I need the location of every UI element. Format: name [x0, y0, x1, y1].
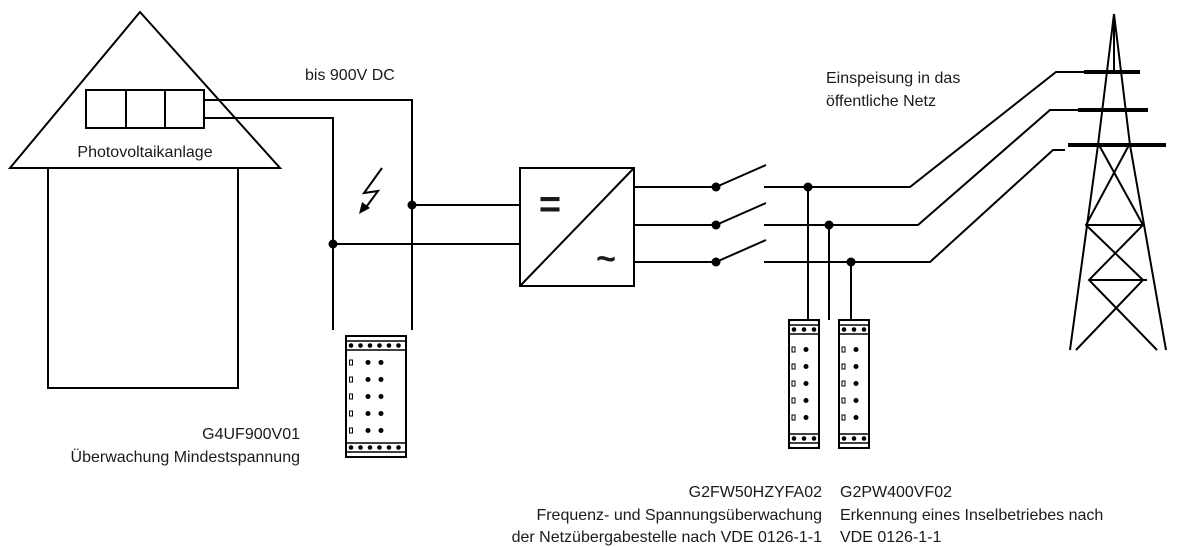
- dc-lines: [204, 99, 520, 330]
- switches: [711, 164, 767, 267]
- grid-label-line2: öffentliche Netz: [826, 93, 936, 110]
- relay-module-g2pw400vf02: [838, 319, 870, 449]
- house-roof: [7, 10, 283, 169]
- house-label: Photovoltaikanlage: [77, 144, 212, 161]
- grid-lines: [764, 71, 1085, 320]
- lightning-arrow-icon: [359, 167, 383, 214]
- ac-lines: [634, 186, 716, 263]
- grid-label-line1: Einspeisung in das: [826, 70, 960, 87]
- device-3-code: G2PW400VF02: [840, 484, 952, 501]
- house: Photovoltaikanlage: [7, 10, 283, 389]
- device-3-desc-line2: VDE 0126-1-1: [840, 529, 941, 546]
- device-2-desc-line1: Frequenz- und Spannungsüberwachung: [536, 507, 822, 524]
- device-1-code: G4UF900V01: [202, 426, 300, 443]
- device-2-desc-line2: der Netzübergabestelle nach VDE 0126-1-1: [512, 529, 823, 546]
- device-1-desc: Überwachung Mindestspannung: [71, 448, 300, 466]
- inverter: = ~: [519, 167, 635, 287]
- relay-module-g4uf900v01: [345, 335, 407, 458]
- power-pylon-icon: [1068, 13, 1167, 351]
- device-3-desc-line1: Erkennung eines Inselbetriebes nach: [840, 507, 1103, 524]
- house-body: [47, 168, 239, 389]
- device-2-code: G2FW50HZYFA02: [689, 484, 822, 501]
- inverter-dc-symbol: =: [539, 184, 561, 226]
- dc-voltage-label: bis 900V DC: [305, 67, 395, 84]
- inverter-ac-symbol: ~: [596, 240, 616, 278]
- solar-panel: [85, 89, 205, 129]
- relay-module-g2fw50hzyfa02: [788, 319, 820, 449]
